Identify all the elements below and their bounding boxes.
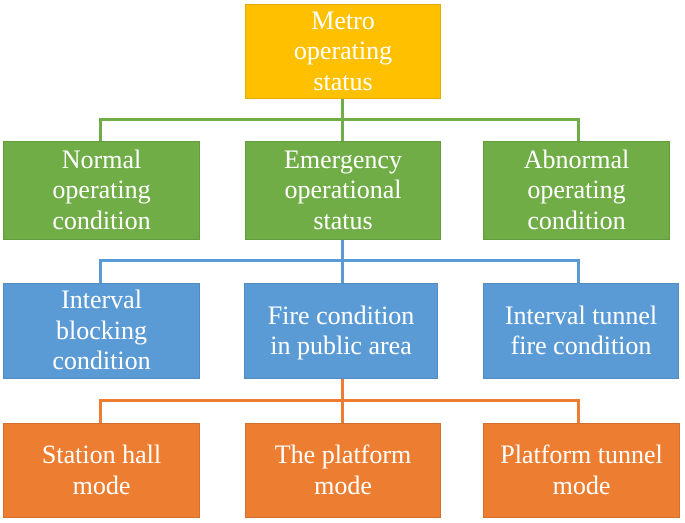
connector-l1-l2-drop-left bbox=[99, 118, 102, 141]
node-fire-condition-public-area: Fire condition in public area bbox=[244, 283, 438, 379]
connector-l2-l3-drop-right bbox=[577, 259, 580, 283]
node-metro-operating-status: Metro operating status bbox=[245, 4, 441, 99]
connector-l1-l2-rail bbox=[99, 118, 580, 121]
connector-l3-l4-drop-right bbox=[577, 399, 580, 423]
node-emergency-operational-status: Emergency operational status bbox=[245, 141, 441, 240]
node-abnormal-operating-condition: Abnormal operating condition bbox=[483, 141, 670, 240]
connector-l3-l4-drop-left bbox=[99, 399, 102, 423]
node-interval-blocking-condition: Interval blocking condition bbox=[3, 283, 200, 379]
connector-l2-l3-rail bbox=[99, 259, 580, 262]
node-station-hall-mode: Station hall mode bbox=[3, 423, 200, 518]
connector-l3-l4-rail bbox=[99, 399, 580, 402]
node-the-platform-mode: The platform mode bbox=[245, 423, 441, 518]
connector-l1-l2-drop-right bbox=[577, 118, 580, 141]
node-normal-operating-condition: Normal operating condition bbox=[3, 141, 200, 240]
connector-l2-l3-drop-left bbox=[99, 259, 102, 283]
node-interval-tunnel-fire-condition: Interval tunnel fire condition bbox=[483, 283, 679, 379]
node-platform-tunnel-mode: Platform tunnel mode bbox=[483, 423, 680, 518]
